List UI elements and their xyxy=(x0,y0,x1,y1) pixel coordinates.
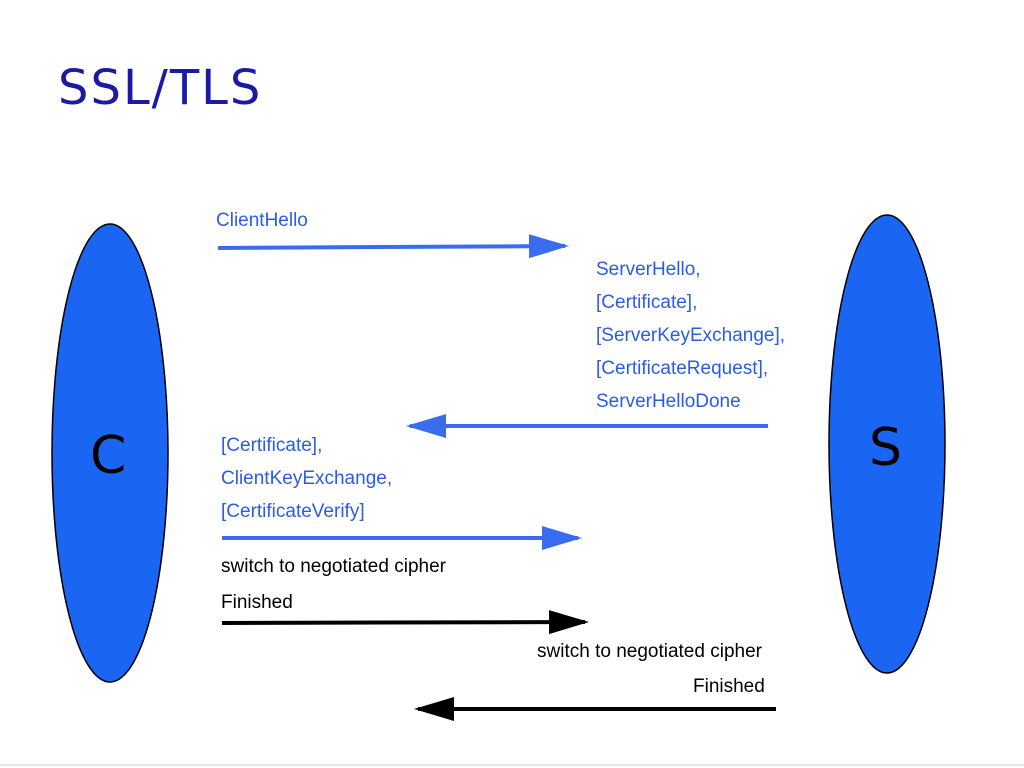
slide-bottom-rule xyxy=(0,764,1024,766)
client-flight-label: [Certificate], ClientKeyExchange, [Certi… xyxy=(221,429,392,528)
client-hello-arrow xyxy=(217,234,569,259)
client-certificate-line: [Certificate], xyxy=(221,435,323,456)
client-finished-label: Finished xyxy=(221,592,293,613)
server-ellipse xyxy=(828,214,946,674)
server-certificate-line: [Certificate], xyxy=(596,292,698,313)
server-flight-label: ServerHello, [Certificate], [ServerKeyEx… xyxy=(596,253,785,418)
certificate-request-line: [CertificateRequest], xyxy=(596,358,769,379)
server-label: S xyxy=(869,418,903,478)
client-key-exchange-line: ClientKeyExchange, xyxy=(221,468,393,489)
client-finished-arrow xyxy=(221,610,589,635)
server-switch-label: switch to negotiated cipher xyxy=(537,641,762,662)
client-hello-label: ClientHello xyxy=(216,210,308,231)
client-ellipse xyxy=(51,223,169,683)
server-hello-line: ServerHello, xyxy=(596,259,701,280)
server-hello-done-line: ServerHelloDone xyxy=(596,391,741,412)
server-key-exchange-line: [ServerKeyExchange], xyxy=(596,325,786,346)
certificate-verify-line: [CertificateVerify] xyxy=(221,501,365,522)
client-label: C xyxy=(90,426,127,486)
server-finished-label: Finished xyxy=(693,676,765,697)
client-switch-label: switch to negotiated cipher xyxy=(221,556,446,577)
slide-title: SSL/TLS xyxy=(58,60,263,116)
